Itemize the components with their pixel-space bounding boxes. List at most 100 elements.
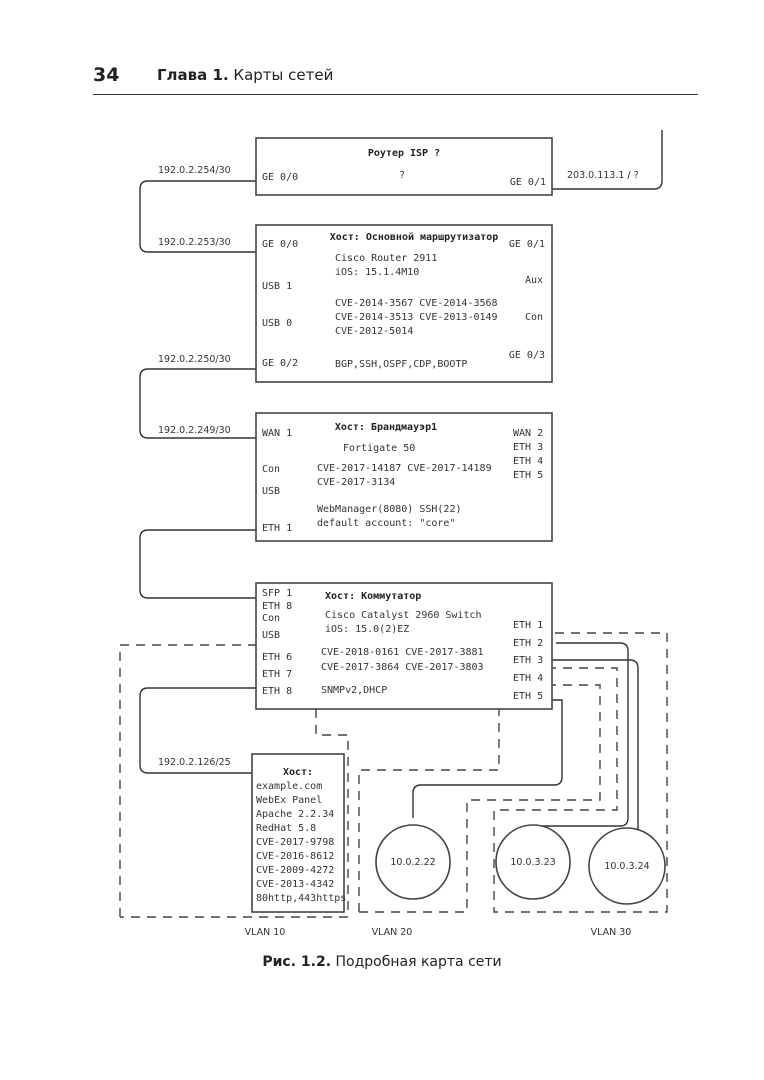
web-host-box[interactable] — [251, 753, 345, 913]
core-top-ip: 192.0.2.253/30 — [158, 237, 231, 248]
caption-label: Рис. 1.2. — [262, 954, 332, 970]
firewall-port: WAN 1 — [262, 428, 292, 439]
core-router[interactable]: Хост: Основной маршрутизатор GE 0/0 USB … — [158, 224, 553, 383]
switch-port: ETH 8 — [262, 686, 292, 697]
firewall-cve: CVE-2017-14187 CVE-2017-14189 — [317, 463, 492, 474]
chapter-label: Глава 1. — [157, 66, 229, 84]
isp-port-ge01: GE 0/1 — [510, 177, 546, 188]
host-node-label: 10.0.3.23 — [510, 857, 555, 868]
figure-caption: Рис. 1.2. Подробная карта сети — [0, 954, 764, 970]
isp-router-box[interactable] — [255, 137, 553, 196]
switch-port: ETH 3 — [513, 655, 543, 666]
switch-cve: CVE-2017-3864 CVE-2017-3803 — [321, 662, 484, 673]
firewall-port: Con — [262, 464, 280, 475]
firewall[interactable]: Хост: Брандмауэр1 WAN 1 Con USB ETH 1 WA… — [158, 412, 553, 542]
core-port: GE 0/0 — [262, 239, 298, 250]
page-header: 34 Глава 1. Карты сетей — [93, 64, 698, 95]
firewall-port: ETH 3 — [513, 442, 543, 453]
web-host-line: 80http,443https — [256, 893, 346, 904]
vlan-label: VLAN 30 — [591, 927, 632, 938]
core-cve: CVE-2014-3567 CVE-2014-3568 — [335, 298, 498, 309]
firewall-service: default account: "core" — [317, 518, 455, 529]
core-os: iOS: 15.1.4M10 — [335, 267, 419, 278]
host-node-label: 10.0.3.24 — [604, 861, 649, 872]
core-port: GE 0/1 — [509, 239, 545, 250]
chapter-name: Карты сетей — [233, 66, 334, 84]
firewall-model: Fortigate 50 — [343, 443, 415, 454]
wire-core-firewall — [139, 368, 256, 439]
switch-title: Хост: Коммутатор — [325, 591, 421, 602]
firewall-port: USB — [262, 486, 280, 497]
core-router-box[interactable] — [255, 224, 553, 383]
vlan-label: VLAN 20 — [372, 927, 413, 938]
core-cve: CVE-2012-5014 — [335, 326, 413, 337]
switch-port: ETH 2 — [513, 638, 543, 649]
switch-port: USB — [262, 630, 280, 641]
core-bottom-ip: 192.0.2.250/30 — [158, 354, 231, 365]
isp-port-ge00: GE 0/0 — [262, 172, 298, 183]
caption-text: Подробная карта сети — [335, 954, 502, 970]
core-cve: CVE-2014-3513 CVE-2013-0149 — [335, 312, 498, 323]
switch-model: Cisco Catalyst 2960 Switch — [325, 610, 482, 621]
vlan-labels: VLAN 10 VLAN 20 VLAN 30 — [245, 927, 632, 938]
core-router-title: Хост: Основной маршрутизатор — [330, 231, 499, 243]
switch-os: iOS: 15.0(2)EZ — [325, 624, 409, 635]
switch-port: ETH 6 — [262, 652, 292, 663]
host-node-1[interactable] — [375, 824, 451, 900]
vlan30-boundary — [493, 632, 668, 913]
host-nodes: 10.0.2.22 10.0.3.23 10.0.3.24 — [375, 824, 666, 905]
switch-box[interactable] — [255, 582, 553, 710]
firewall-title: Хост: Брандмауэр1 — [335, 422, 437, 433]
isp-router-title: Роутер ISP ? — [368, 148, 440, 159]
switch-port: SFP 1 — [262, 588, 292, 599]
firewall-port: ETH 1 — [262, 523, 292, 534]
web-host-line: Apache 2.2.34 — [256, 809, 334, 820]
wire-switch-webhost — [139, 687, 256, 774]
wire-firewall-switch — [139, 529, 256, 599]
wires — [139, 130, 663, 830]
switch-port: ETH 7 — [262, 669, 292, 680]
switch-port: ETH 5 — [513, 691, 543, 702]
core-port: GE 0/3 — [509, 350, 545, 361]
firewall-port: ETH 5 — [513, 470, 543, 481]
web-host[interactable]: 192.0.2.126/25 Хост: example.com WebEx P… — [158, 753, 346, 913]
core-port: USB 1 — [262, 281, 292, 292]
web-host-line: WebEx Panel — [256, 795, 322, 806]
firewall-port: WAN 2 — [513, 428, 543, 439]
switch-cve: CVE-2018-0161 CVE-2017-3881 — [321, 647, 484, 658]
switch-port: ETH 4 — [513, 673, 543, 684]
web-host-line: CVE-2009-4272 — [256, 865, 334, 876]
web-host-line: RedHat 5.8 — [256, 823, 316, 834]
core-port: USB 0 — [262, 318, 292, 329]
firewall-port: ETH 4 — [513, 456, 543, 467]
vlan-label: VLAN 10 — [245, 927, 286, 938]
host-node-2[interactable] — [495, 824, 571, 900]
web-host-line: CVE-2013-4342 — [256, 879, 334, 890]
switch-port: ETH 1 — [513, 620, 543, 631]
switch-port: Con — [262, 613, 280, 624]
switch-port: ETH 8 — [262, 601, 292, 612]
isp-left-ip: 192.0.2.254/30 — [158, 165, 231, 176]
firewall-box[interactable] — [255, 412, 553, 542]
isp-router[interactable]: Роутер ISP ? GE 0/0 ? GE 0/1 192.0.2.254… — [158, 137, 639, 196]
switch-services: SNMPv2,DHCP — [321, 685, 387, 696]
wire-eth3-host24 — [552, 659, 639, 830]
core-port: Con — [525, 312, 543, 323]
firewall-service: WebManager(8080) SSH(22) — [317, 504, 462, 515]
core-port: GE 0/2 — [262, 358, 298, 369]
web-host-ip: 192.0.2.126/25 — [158, 757, 231, 768]
core-port: Aux — [525, 275, 543, 286]
web-host-line: example.com — [256, 781, 322, 792]
host-node-3[interactable] — [588, 827, 666, 905]
chapter-title: Глава 1. Карты сетей — [157, 66, 333, 84]
wire-isp-core — [139, 180, 256, 253]
web-host-line: CVE-2017-9798 — [256, 837, 334, 848]
web-host-line: CVE-2016-8612 — [256, 851, 334, 862]
isp-right-ip: 203.0.113.1 / ? — [567, 170, 639, 181]
host-node-label: 10.0.2.22 — [390, 857, 435, 868]
isp-unknown: ? — [399, 170, 405, 181]
wire-eth5-host22 — [412, 699, 563, 818]
switch[interactable]: Хост: Коммутатор SFP 1 ETH 8 Con USB ETH… — [255, 582, 553, 710]
core-model: Cisco Router 2911 — [335, 253, 437, 264]
